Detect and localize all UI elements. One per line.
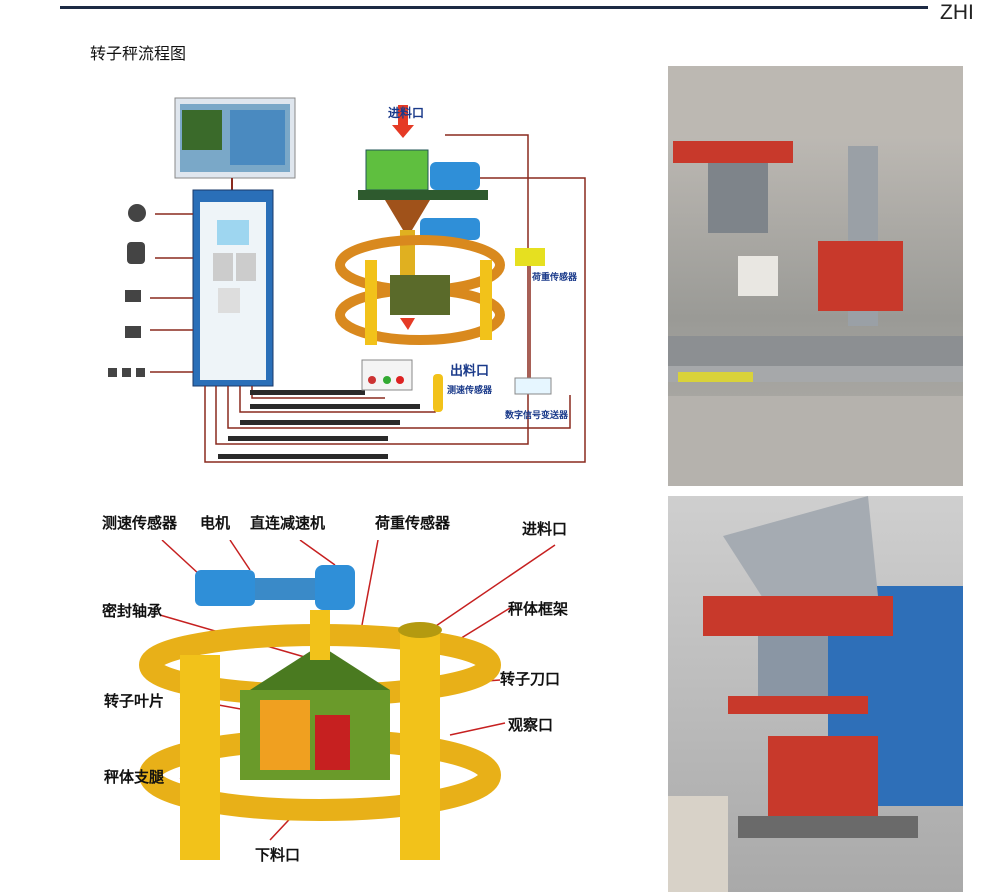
speed-sensor-label: 测速传感器 <box>447 386 493 396</box>
label-scale-leg: 秤体支腿 <box>104 768 165 786</box>
inlet-label: 进料口 <box>388 106 425 120</box>
label-reducer: 直连减速机 <box>250 514 326 532</box>
structure-diagram <box>139 540 556 860</box>
rotor-scale-machine <box>335 105 552 412</box>
label-motor: 电机 <box>200 514 231 532</box>
wires <box>150 134 586 463</box>
label-speed-sensor: 测速传感器 <box>102 514 178 532</box>
peripheral-devices <box>108 204 146 377</box>
flow-diagram <box>108 97 586 463</box>
label-sealed-bearing: 密封轴承 <box>102 602 163 620</box>
label-load-sensor: 荷重传感器 <box>375 514 451 532</box>
monitor-screen <box>174 97 296 179</box>
load-sensor-label: 荷重传感器 <box>532 273 578 283</box>
control-cabinet <box>192 189 274 387</box>
page-title: 转子秤流程图 <box>90 44 187 63</box>
label-discharge: 下料口 <box>255 846 301 864</box>
label-observation-port: 观察口 <box>508 716 554 734</box>
label-rotor-blade: 转子叶片 <box>104 692 165 710</box>
label-rotor-edge: 转子刀口 <box>500 670 561 688</box>
brand-text: ZHI <box>940 1 974 24</box>
transmitter-label: 数字信号变送器 <box>505 411 569 421</box>
label-scale-frame: 秤体框架 <box>508 600 569 618</box>
installation-photo-top <box>668 66 963 486</box>
installation-photo-bottom <box>668 496 963 892</box>
header-rule <box>60 6 928 9</box>
illegible-wire-labels <box>218 390 420 459</box>
outlet-label: 出料口 <box>450 364 490 379</box>
label-inlet: 进料口 <box>522 520 568 538</box>
